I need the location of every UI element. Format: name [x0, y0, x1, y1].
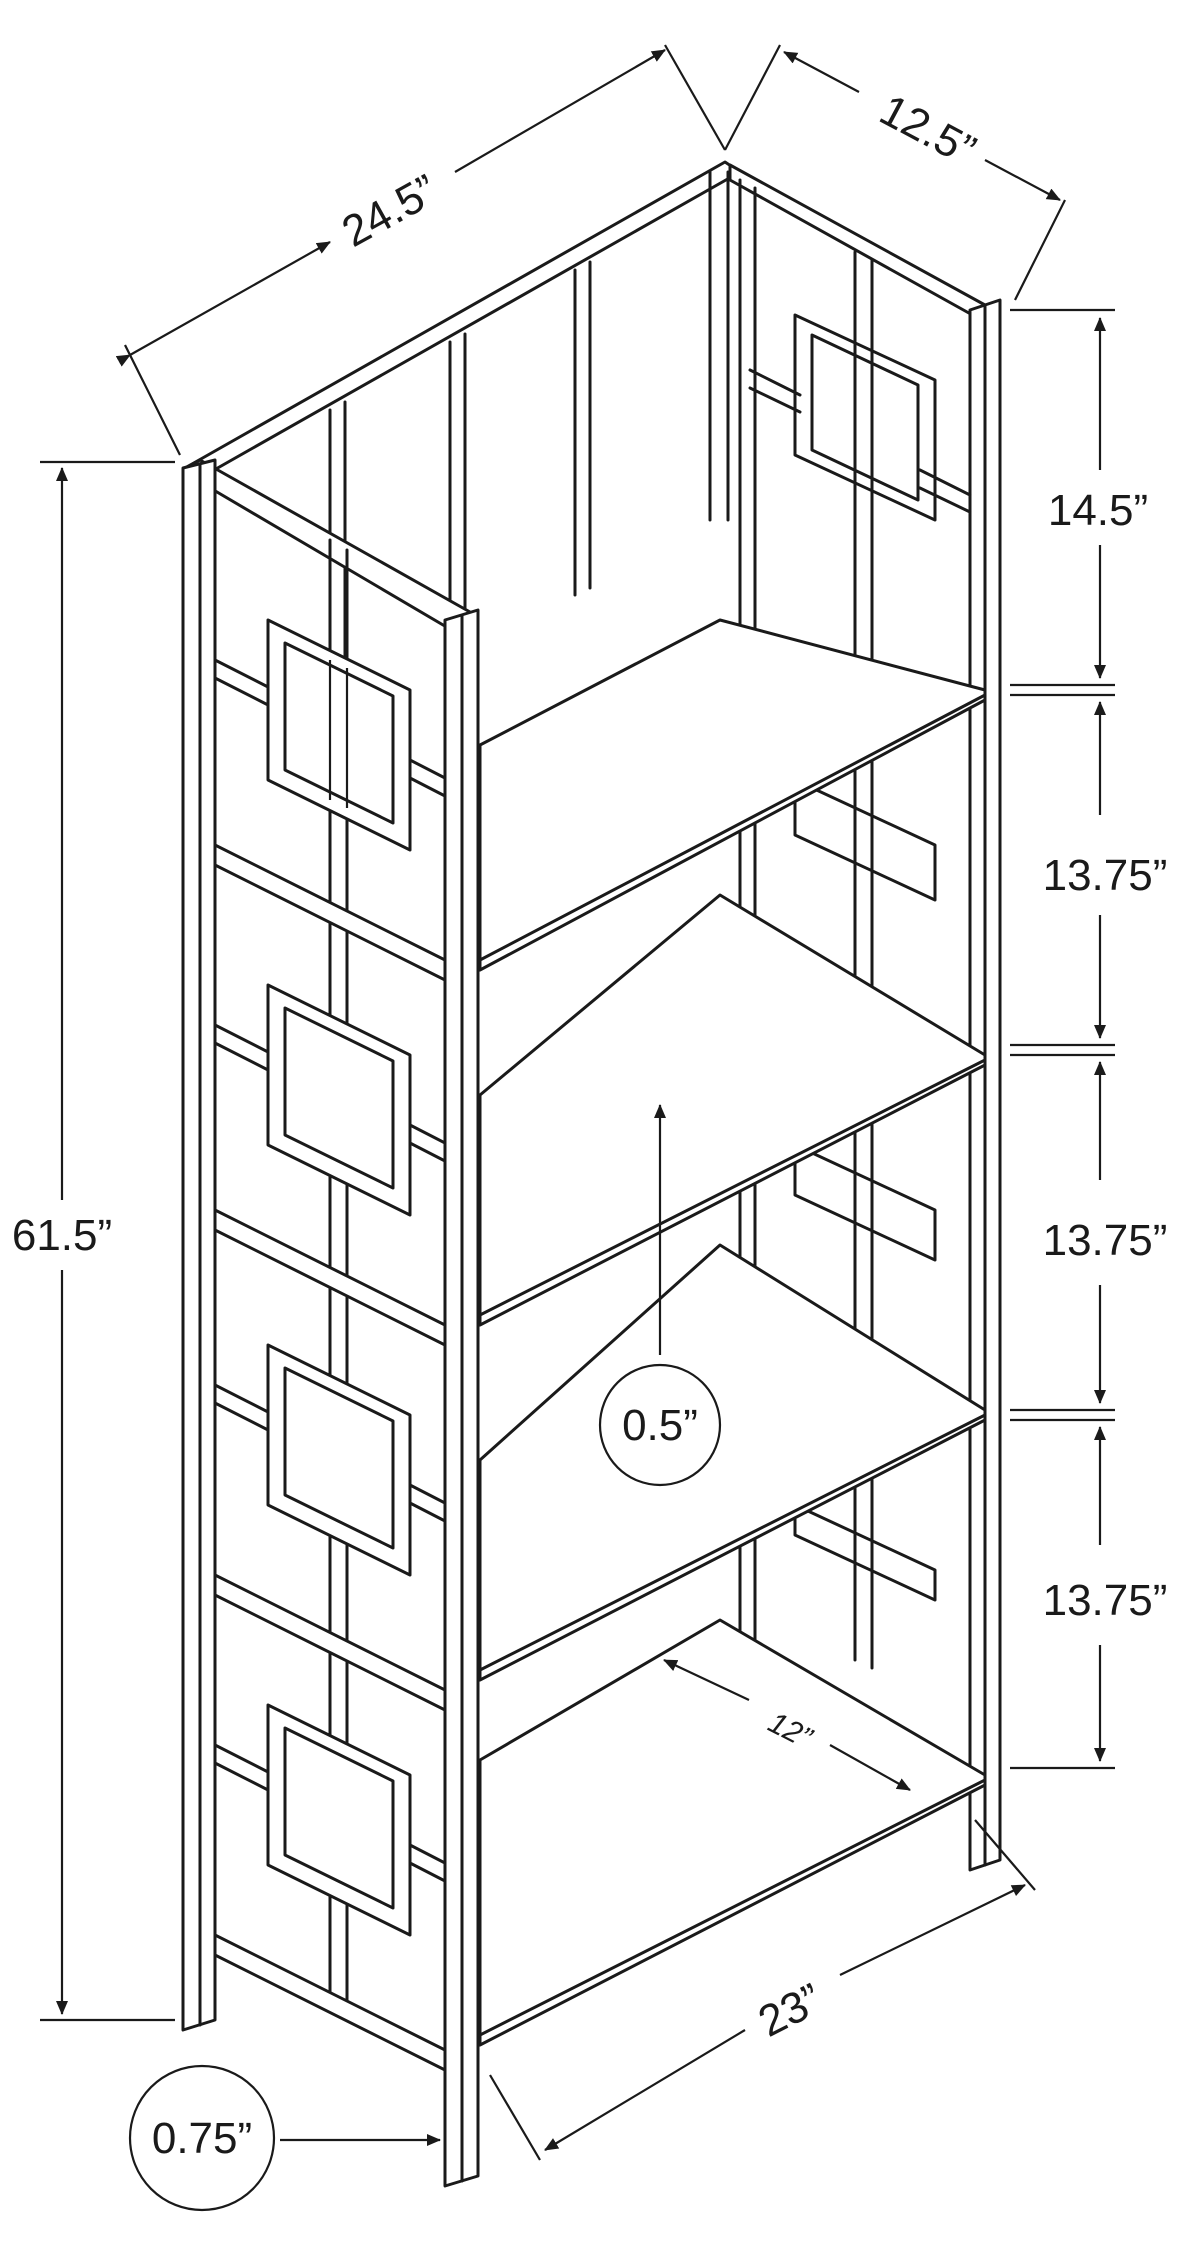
depth-label: 12.5” [872, 85, 984, 175]
shelf-thickness-callout [598, 1363, 722, 1487]
shelf-thickness-label: 0.5” [622, 1401, 698, 1450]
width-label: 24.5” [334, 165, 445, 256]
left-side-panel [181, 458, 480, 2188]
shelf-width-label: 23” [751, 1974, 830, 2047]
shelf-gap-2-label: 13.75” [1043, 851, 1168, 900]
back-frame [183, 160, 987, 722]
dimension-lines [40, 44, 1115, 2212]
leg-thickness-label: 0.75” [152, 2114, 252, 2163]
shelf-gap-4-label: 13.75” [1043, 1576, 1168, 1625]
height-label: 61.5” [12, 1211, 112, 1260]
leg-thickness-callout [128, 2064, 276, 2212]
top-shelf-gap-label: 14.5” [1048, 486, 1148, 535]
shelves [478, 618, 987, 2047]
right-side-panel [738, 178, 1002, 1872]
shelf-gap-3-label: 13.75” [1043, 1216, 1168, 1265]
